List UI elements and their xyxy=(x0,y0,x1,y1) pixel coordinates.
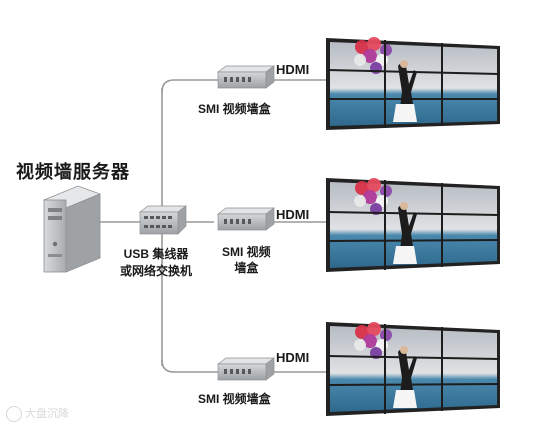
server-tower-icon xyxy=(42,185,102,273)
smi-box-label-3: SMI 视频墙盒 xyxy=(198,392,271,406)
line-trunk-box3 xyxy=(161,359,218,373)
watermark: 大盘沉降 xyxy=(6,405,69,423)
usb-hub-label-line1: USB 集线器 xyxy=(123,247,189,261)
smi-box-icon xyxy=(216,65,276,89)
smi-box-label-2: SMI 视频 墙盒 xyxy=(222,244,271,276)
smi-box-icon xyxy=(216,207,276,231)
connection-lines xyxy=(100,79,328,373)
hdmi-label-1: HDMI xyxy=(276,62,310,77)
smi-box-icon xyxy=(216,357,276,381)
video-wall-icon xyxy=(326,178,500,272)
smi-box-label-2-line2: 墙盒 xyxy=(234,261,259,275)
hdmi-label-2: HDMI xyxy=(276,207,310,222)
video-wall-icon xyxy=(326,37,500,130)
usb-hub-label: USB 集线器 或网络交换机 xyxy=(120,246,192,280)
usb-hub-label-line2: 或网络交换机 xyxy=(120,264,193,278)
hdmi-label-3: HDMI xyxy=(276,350,310,365)
usb-hub-icon xyxy=(138,205,188,235)
server-label: 视频墙服务器 xyxy=(16,162,130,182)
smi-box-label-2-line1: SMI 视频 xyxy=(222,245,271,259)
line-trunk-box1 xyxy=(161,79,218,93)
smi-box-label-1: SMI 视频墙盒 xyxy=(198,102,271,116)
weibo-icon xyxy=(6,406,22,423)
video-wall-icon xyxy=(326,322,500,416)
watermark-text: 大盘沉降 xyxy=(25,408,69,420)
